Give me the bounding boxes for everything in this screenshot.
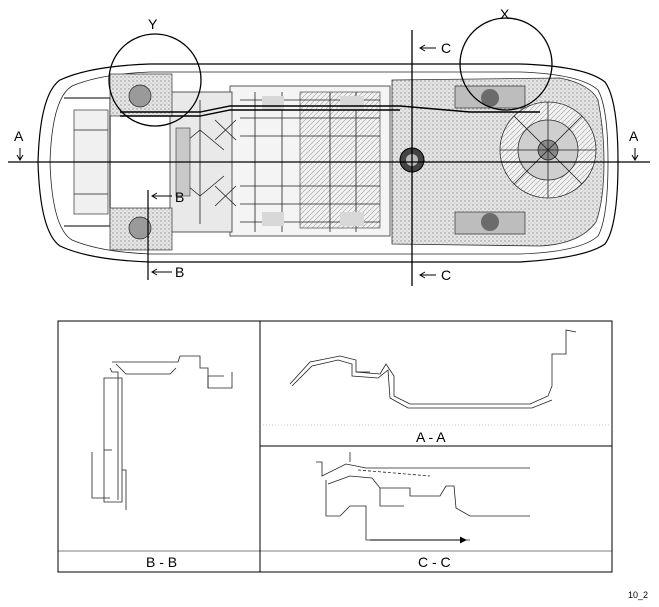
- section-aa-drawing: [289, 329, 577, 409]
- section-lines: [8, 30, 650, 286]
- section-cc-label: C - C: [418, 554, 451, 570]
- section-bb-label: B - B: [146, 554, 177, 570]
- section-bb-drawing: [91, 355, 233, 510]
- section-a-right-label: A: [629, 128, 639, 144]
- circle-x-label: X: [500, 6, 510, 22]
- circle-y-label: Y: [148, 16, 158, 32]
- car-underbody: [37, 63, 619, 263]
- section-c-top-label: C: [441, 40, 451, 56]
- section-panels: [57, 320, 613, 573]
- figure-code: 10_2: [628, 590, 648, 600]
- detail-circle-y: [108, 33, 202, 127]
- section-a-left-label: A: [14, 128, 24, 144]
- section-c-bottom-label: C: [441, 267, 451, 283]
- section-b-bottom-label: B: [175, 264, 184, 280]
- section-cc-drawing: [316, 452, 530, 544]
- section-aa-label: A - A: [416, 429, 446, 445]
- detail-circle-x: [459, 17, 553, 111]
- section-b-top-label: B: [175, 189, 184, 205]
